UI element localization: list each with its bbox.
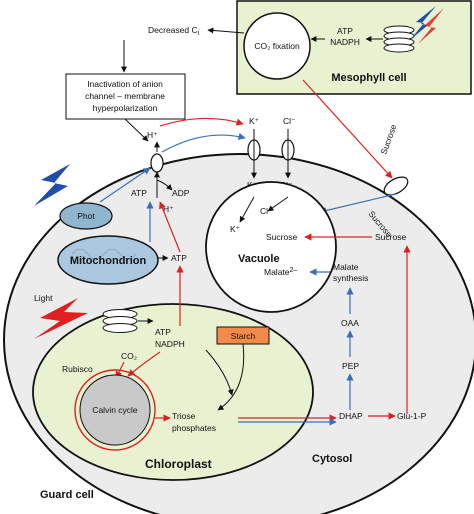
cl-channel (281, 129, 295, 179)
proton-in-label: H⁺ (163, 204, 174, 214)
co2-label: CO₂ (121, 351, 137, 361)
inactivation-line-1: Inactivation of anion (87, 79, 163, 89)
vacuole-label: Vacuole (238, 253, 280, 265)
pump-adp-label: ADP (172, 188, 190, 198)
calvin-cycle-ring (74, 369, 156, 451)
sucrose-entry-blue-arrow (319, 193, 397, 215)
triose-line-1: Triose (172, 411, 196, 421)
vacuole-cl-label: Cl⁻ (260, 206, 273, 216)
nadph-to-rubisco-arrow (127, 351, 161, 377)
cytosol-label: Cytosol (312, 453, 352, 465)
chloroplast-label: Chloroplast (145, 457, 212, 471)
phot-to-pump-arrow (99, 167, 151, 203)
phot-label: Phot (77, 211, 95, 221)
chloro-nadph-label: NADPH (155, 339, 185, 349)
mitochondrion (57, 235, 159, 285)
phot-lightning-icon (34, 164, 70, 206)
sucrose-membrane-label: Sucrose (378, 123, 398, 156)
oaa-label: OAA (341, 318, 359, 328)
decreased-ci-text: Decreased C (148, 25, 198, 35)
guard-cell-label: Guard cell (40, 489, 94, 501)
vacuole-malate-label: Malate2– (264, 267, 297, 277)
chloro-atp-label: ATP (155, 327, 171, 337)
pump-atp-label: ATP (131, 188, 147, 198)
starch-label: Starch (231, 331, 256, 341)
rubisco-label: Rubisco (62, 364, 93, 374)
chloroplast (32, 303, 314, 481)
inactivation-box (65, 73, 186, 120)
proton-out-label: H⁺ (147, 130, 158, 140)
inactivation-to-channel-arrow (124, 118, 149, 142)
k-into-vacuole-arrow (239, 196, 255, 223)
mitochondrion-cristae (71, 248, 137, 260)
glu1p-label: Glu-1-P (397, 411, 427, 421)
nadph-to-triose-arrow (205, 349, 234, 396)
vacuole-sucrose-label: Sucrose (266, 232, 297, 242)
calvin-cycle (79, 374, 151, 446)
chloro-atp-to-pump-arrow (159, 201, 181, 253)
co2-fixation-label: CO₂ fixation (254, 41, 300, 51)
mesophyll-thylakoid-icon (383, 25, 415, 53)
inactivation-line-2: channel – membrane (85, 91, 165, 101)
malate-synthesis-line-2: synthesis (333, 273, 368, 283)
calvin-cycle-label: Calvin cycle (92, 405, 138, 415)
co2-fixation-circle (243, 12, 311, 80)
light-label: Light (34, 293, 53, 303)
k-out-label: K⁺ (249, 116, 260, 126)
light-lightning-icon (34, 298, 88, 339)
starch-to-triose-arrow (217, 343, 245, 411)
mesophyll-nadph-label: NADPH (330, 37, 360, 47)
mitochondrion-label: Mitochondrion (70, 255, 147, 267)
vacuole-malate-text: Malate (264, 267, 290, 277)
pump-to-k-channel-red-arrow (159, 117, 244, 127)
cytosol-sucrose-label: Sucrose (375, 232, 406, 242)
vacuole-malate-charge: 2– (290, 267, 298, 274)
chloroplast-thylakoid-icon (102, 309, 138, 333)
mesophyll-title: Mesophyll cell (331, 72, 406, 84)
triose-line-2: phosphates (172, 423, 216, 433)
dhap-label: DHAP (339, 411, 363, 421)
decreased-ci-label: Decreased Ci (148, 25, 200, 37)
inactivation-line-3: hyperpolarization (93, 103, 158, 113)
vacuole (205, 181, 337, 313)
proton-pump-channel (150, 141, 173, 198)
mesophyll-sucrose-arrow (302, 79, 393, 179)
cl-out-label: Cl⁻ (283, 116, 296, 126)
decreased-ci-subscript: i (198, 30, 200, 37)
k-channel (247, 129, 261, 179)
phot-receptor (59, 202, 113, 230)
sucrose-transporter (383, 176, 409, 196)
vacuole-k-label: K⁺ (230, 224, 241, 234)
malate-synthesis-line-1: Malate (333, 262, 359, 272)
mesophyll-lightning-icon (410, 6, 436, 40)
pep-label: PEP (342, 361, 359, 371)
cl-into-vacuole-arrow (267, 196, 289, 212)
pump-to-k-channel-blue-arrow (161, 132, 246, 153)
mesophyll-atp-label: ATP (337, 26, 353, 36)
mito-atp-label: ATP (171, 253, 187, 263)
co2-to-decreased-ci-arrow (207, 27, 245, 34)
